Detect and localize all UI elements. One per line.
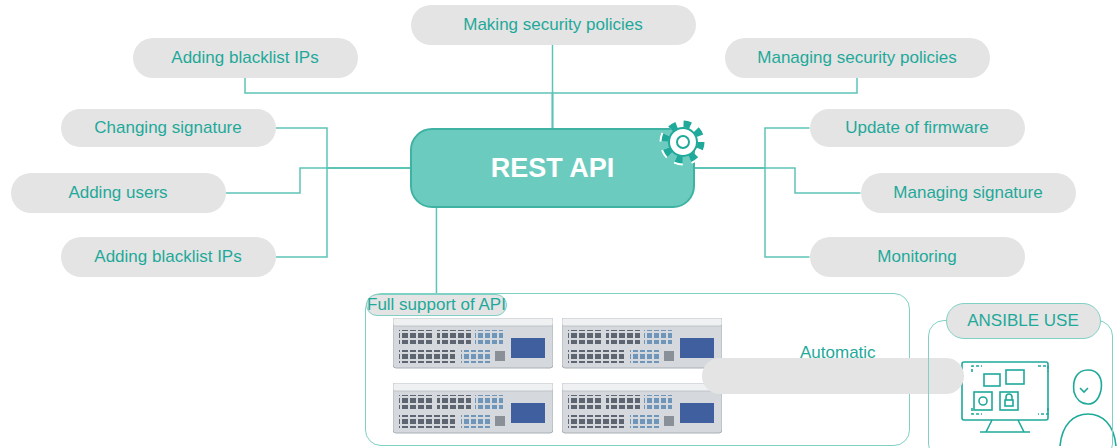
monitor-stand (980, 420, 1030, 432)
feature-pill: Adding users (11, 173, 226, 213)
feature-pill: Making security policies (411, 5, 696, 45)
feature-pill: Changing signature (61, 109, 276, 147)
gear-teeth (665, 124, 701, 160)
lock-tile (1000, 392, 1018, 410)
feature-pill: Managing signature (861, 173, 1076, 213)
connector-line (245, 78, 553, 128)
gear-tile (974, 392, 992, 410)
node-label: Automatic (800, 343, 1022, 377)
node-label: Adding blacklist IPs (171, 48, 318, 68)
api-hub-box: REST API (410, 128, 695, 208)
monitor-outline (962, 362, 1048, 420)
gear-hub (677, 136, 689, 148)
feature-pill: Adding blacklist IPs (133, 38, 358, 78)
feature-pill: Adding blacklist IPs (61, 237, 276, 277)
node-label: Monitoring (877, 247, 956, 267)
node-label: REST API (491, 153, 615, 184)
node-label: Adding blacklist IPs (94, 247, 241, 267)
group-heading: ANSIBLE USE (946, 303, 1101, 339)
person-head (1074, 370, 1102, 404)
node-label: Managing security policies (757, 48, 956, 68)
person-face (1080, 388, 1088, 392)
gear-body (669, 128, 697, 156)
feature-pill: Update of firmware (810, 109, 1025, 147)
connector-line (695, 128, 810, 168)
connector-line (552, 45, 554, 128)
connector-line (695, 168, 810, 257)
gear-teeth-halo (665, 124, 701, 160)
group-panel: ANSIBLE USE (928, 320, 1113, 448)
group-panel: AutomaticFull support of API (365, 293, 910, 446)
gear-dot (979, 397, 987, 405)
gear-icon (657, 116, 709, 168)
lock-body (1005, 400, 1013, 406)
node-label: Update of firmware (845, 118, 989, 138)
group-heading: Full support of API (366, 294, 507, 316)
connector-line (695, 168, 861, 193)
connector-line (276, 168, 411, 257)
lock-shackle (1006, 394, 1012, 400)
connector-line (226, 168, 411, 193)
node-label: Making security policies (463, 15, 643, 35)
node-label: Adding users (68, 183, 167, 203)
person-body (1060, 414, 1116, 446)
ansible-icon (962, 362, 1116, 446)
feature-pill: Monitoring (810, 237, 1025, 277)
server-group (393, 318, 722, 433)
server-unit (562, 318, 722, 368)
window-icon (1006, 370, 1024, 384)
connector-line (276, 128, 411, 168)
server-unit (393, 318, 553, 368)
node-label: Changing signature (94, 118, 241, 138)
server-unit (562, 383, 722, 433)
server-unit (393, 383, 553, 433)
connector-line (436, 208, 438, 294)
feature-pill: Automatic (702, 358, 964, 394)
feature-pill: Managing security policies (725, 38, 990, 78)
node-label: Managing signature (893, 183, 1042, 203)
window-icon (984, 374, 1000, 386)
frame-bracket (972, 366, 1048, 414)
